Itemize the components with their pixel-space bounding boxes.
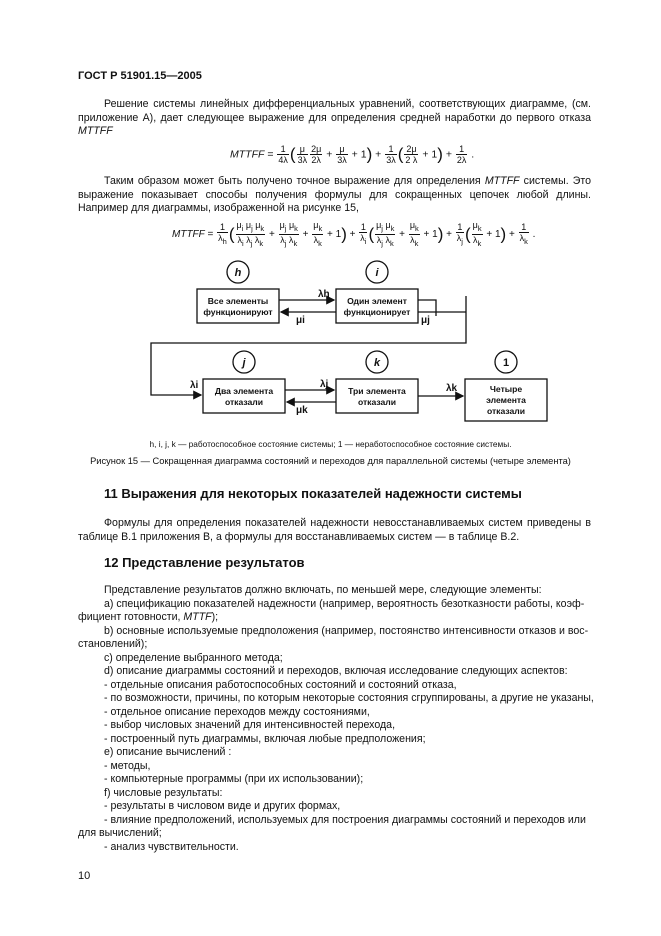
state-circle-i [365,260,389,284]
list-item: - отдельное описание переходов между сос… [104,706,370,718]
state-id-h: h [235,267,242,279]
list-item: а) спецификацию показателей надежности (… [104,598,585,610]
section-11-text: Формулы для определения показателей наде… [78,517,591,543]
list-item: - результаты в числовом виде и других фо… [104,800,341,812]
rate-lambda-j: λj [320,379,329,390]
rate-mu-i: μi [296,315,305,326]
state-box-k [335,378,419,414]
list-item: c) определение выбранного метода; [104,652,283,664]
state-i-label-1: Один элемент [347,296,407,306]
state-box-h [196,288,280,324]
state-circle-1 [494,350,518,374]
list-item: - по возможности, причины, по которым не… [104,692,594,704]
arrow-i-to-j [150,296,467,400]
list-item: f) числовые результаты: [104,787,223,799]
list-item: - анализ чувствительности. [104,841,239,853]
list-item: - методы, [104,760,151,772]
rate-lambda-h: λh [318,289,330,300]
list-item: для вычислений; [78,827,162,839]
state-k-label-2: отказали [358,397,396,407]
list-item: - влияние предположений, используемых дл… [104,814,586,826]
document-header: ГОСТ Р 51901.15—2005 [78,70,202,82]
state-j-label-1: Два элемента [215,386,274,396]
rate-mu-k: μk [296,405,308,416]
state-h-label-2: функционируют [203,307,272,317]
figure-caption: Рисунок 15 — Сокращенная диаграмма состо… [90,456,571,466]
list-item: d) описание диаграммы состояний и перехо… [104,665,568,677]
state-box-1 [464,378,548,422]
rate-lambda-i: λi [190,380,199,391]
section-11-title: 11 Выражения для некоторых показателей н… [104,486,522,501]
figure-legend: h, i, j, k — работоспособное состояние с… [149,439,512,449]
state-h-label-1: Все элементы [208,296,269,306]
rate-lambda-i-mu-j: μj [421,315,430,326]
page-number: 10 [78,870,91,882]
state-id-i: i [375,267,379,279]
state-circle-j [232,350,256,374]
list-item: b) основные используемые предположения (… [104,625,589,637]
state-1-label-1: Четыре [490,384,523,394]
arrow-i-to-j-top [418,299,437,316]
state-id-k: k [374,357,381,369]
paragraph-solution: Решение системы линейных дифференциальны… [78,98,591,138]
state-id-1: 1 [503,357,509,369]
state-k-label-1: Три элемента [348,386,406,396]
state-id-j: j [240,357,246,369]
state-box-i [335,288,419,324]
state-j-label-2: отказали [225,397,263,407]
state-circle-h [226,260,250,284]
rate-lambda-k: λk [446,383,458,394]
section-12-intro: Представление результатов должно включат… [104,584,542,596]
list-item: фициент готовности, MTTF); [78,611,219,623]
list-item: - компьютерные программы (при их использ… [104,773,364,785]
list-item: - построенный путь диаграммы, включая лю… [104,733,426,745]
state-box-j [202,378,286,414]
list-item: становлений); [78,638,148,650]
list-item: - выбор числовых значений для интенсивно… [104,719,396,731]
list-item: - отдельные описания работоспособных сос… [104,679,457,691]
state-i-label-2: функционирует [344,307,411,317]
section-12-title: 12 Представление результатов [104,555,305,570]
state-circle-k [365,350,389,374]
paragraph-exact-expression: Таким образом может быть получено точное… [78,175,592,215]
state-1-label-2: элемента [486,395,526,405]
state-1-label-3: отказали [487,406,525,416]
list-item: e) описание вычислений : [104,746,232,758]
